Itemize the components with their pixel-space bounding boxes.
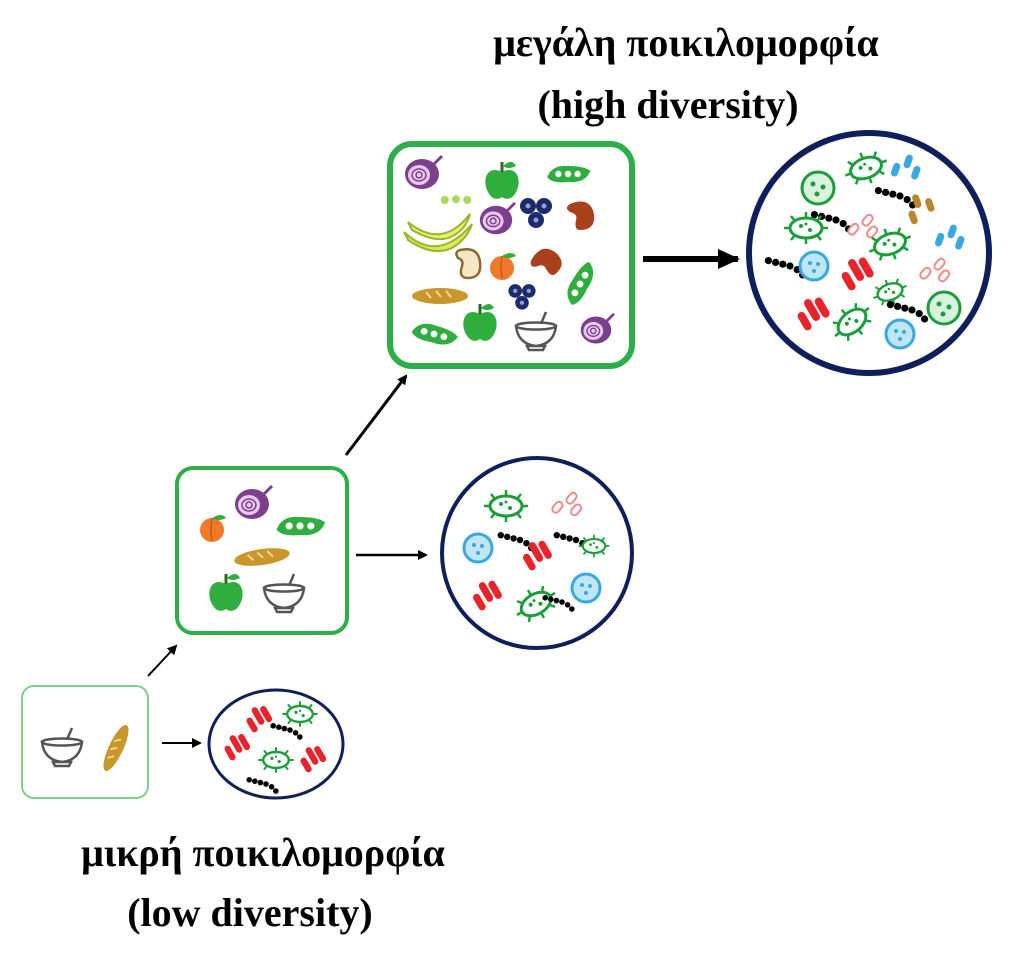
low-to-medium-arrow xyxy=(147,644,178,677)
bread-icon xyxy=(411,287,469,305)
high-diversity-greek-label: μεγάλη ποικιλομορφία xyxy=(493,20,879,65)
low-microbiome-circle xyxy=(207,688,345,800)
blue-round-bacteria xyxy=(570,572,602,604)
blue-round-bacteria xyxy=(798,250,830,282)
high-microbiome-circle xyxy=(746,130,992,376)
blue-round-bacteria xyxy=(462,532,494,564)
low-diversity-english-label: (low diversity) xyxy=(127,890,373,935)
high-diversity-english-label: (high diversity) xyxy=(537,82,798,127)
green-spiky-bacteria xyxy=(782,210,830,246)
green-round-bacteria xyxy=(800,170,836,206)
green-spiky-bacteria xyxy=(577,533,611,559)
green-round-bacteria xyxy=(926,290,962,326)
green-spiky-bacteria xyxy=(482,488,530,524)
low-diversity-greek-label: μικρή ποικιλομορφία xyxy=(81,830,445,875)
medium-microbiome-circle xyxy=(440,456,634,650)
edamame-icon xyxy=(440,195,472,204)
green-spiky-bacteria xyxy=(281,700,319,728)
green-spiky-bacteria xyxy=(257,746,295,774)
blue-round-bacteria xyxy=(884,318,916,350)
low-diet-box xyxy=(21,685,149,799)
medium-diet-box xyxy=(175,466,349,635)
medium-to-high-arrow xyxy=(344,374,408,456)
high-diet-box xyxy=(387,141,635,369)
